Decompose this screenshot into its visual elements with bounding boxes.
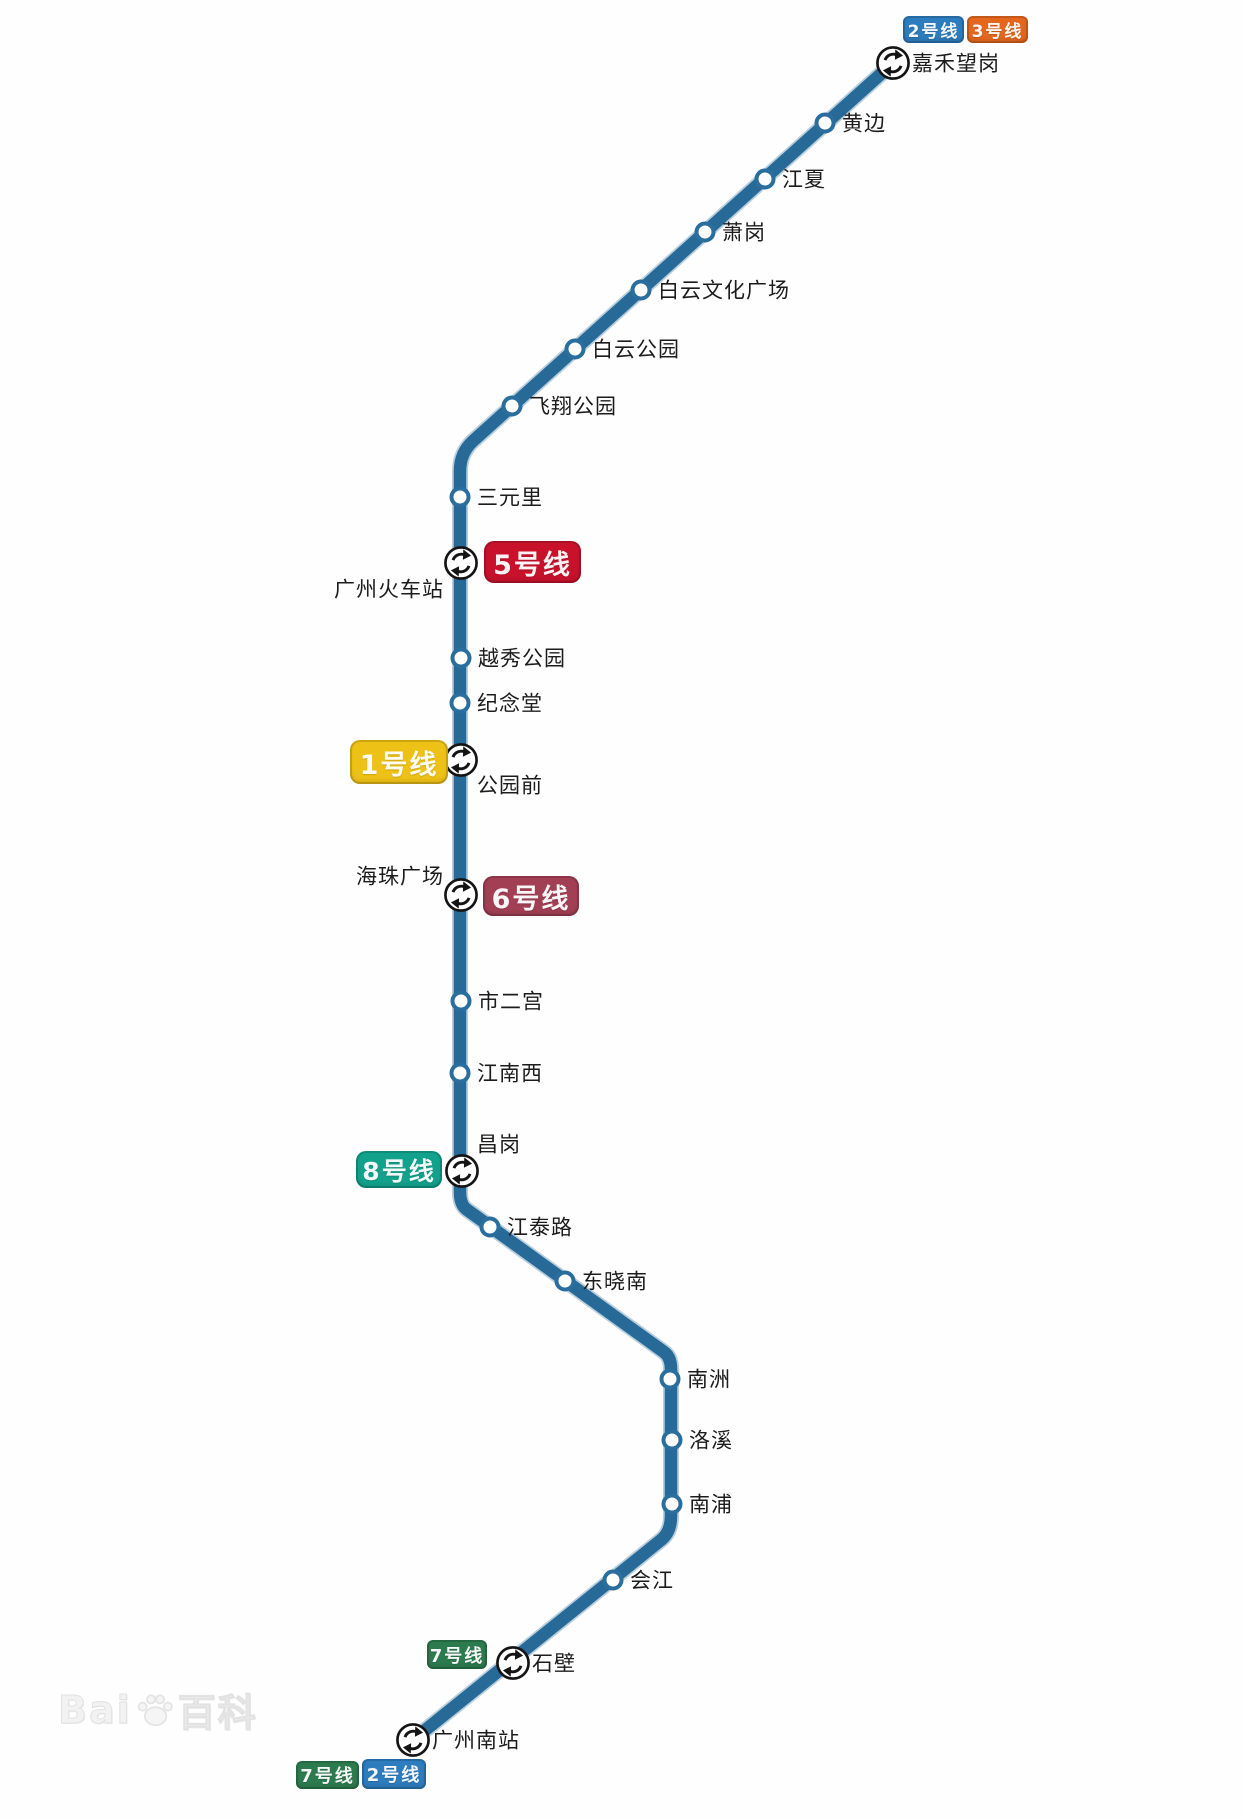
transfer-icon [394, 1721, 432, 1759]
station-label: 萧岗 [722, 220, 766, 245]
transfer-icon [494, 1644, 532, 1682]
station-dot [501, 395, 523, 417]
transfer-icon [442, 876, 480, 914]
station-dot [450, 990, 472, 1012]
station-label: 江泰路 [507, 1215, 573, 1240]
badge-line5: 5号线 [484, 541, 581, 583]
badge-line7-shibi: 7号线 [427, 1640, 487, 1669]
station-label: 南浦 [689, 1492, 733, 1517]
badge-line3-top: 3号线 [967, 16, 1028, 43]
transfer-icon [874, 44, 912, 82]
badge-line2-top: 2号线 [903, 16, 964, 43]
station-label: 市二宫 [478, 989, 544, 1014]
station-label: 会江 [630, 1568, 674, 1593]
watermark-text-right: 百科 [177, 1691, 258, 1736]
station-label: 纪念堂 [477, 691, 543, 716]
station-label: 黄边 [842, 111, 886, 136]
station-label: 白云公园 [592, 337, 680, 362]
station-dot [659, 1368, 681, 1390]
transfer-icon [442, 544, 480, 582]
badge-line2-bottom: 2号线 [362, 1759, 426, 1789]
station-label: 三元里 [477, 485, 543, 510]
station-dot [449, 692, 471, 714]
station-dot [694, 221, 716, 243]
station-label: 江南西 [477, 1061, 543, 1086]
badge-line8: 8号线 [356, 1151, 442, 1188]
badge-line6: 6号线 [483, 876, 579, 916]
station-dot [564, 338, 586, 360]
badge-line1: 1号线 [350, 740, 448, 784]
station-dot [479, 1216, 501, 1238]
station-label: 石壁 [532, 1651, 576, 1676]
baidu-baike-watermark: Bai 百科 [58, 1682, 258, 1737]
station-label: 南洲 [687, 1367, 731, 1392]
station-dot [630, 279, 652, 301]
station-dot [602, 1569, 624, 1591]
watermark-text-left: Bai [58, 1687, 132, 1732]
station-label: 江夏 [782, 167, 826, 192]
station-label: 广州南站 [432, 1728, 520, 1753]
station-dot [450, 647, 472, 669]
station-label: 东晓南 [582, 1269, 648, 1294]
station-label: 白云文化广场 [658, 278, 790, 303]
baidu-paw-icon [137, 1693, 173, 1726]
badge-line7-bottom: 7号线 [296, 1761, 359, 1789]
station-label: 公园前 [477, 773, 543, 798]
station-label: 海珠广场 [356, 864, 444, 889]
station-dot [449, 486, 471, 508]
station-dot [661, 1493, 683, 1515]
station-label: 嘉禾望岗 [912, 51, 1000, 76]
station-dot [754, 168, 776, 190]
station-label: 昌岗 [477, 1132, 521, 1157]
station-label: 飞翔公园 [529, 394, 617, 419]
station-dot [449, 1062, 471, 1084]
station-label: 洛溪 [689, 1428, 733, 1453]
station-label: 广州火车站 [334, 577, 444, 602]
station-dot [814, 112, 836, 134]
station-label: 越秀公园 [478, 646, 566, 671]
transfer-icon [443, 1152, 481, 1190]
station-dot [554, 1270, 576, 1292]
station-dot [661, 1429, 683, 1451]
